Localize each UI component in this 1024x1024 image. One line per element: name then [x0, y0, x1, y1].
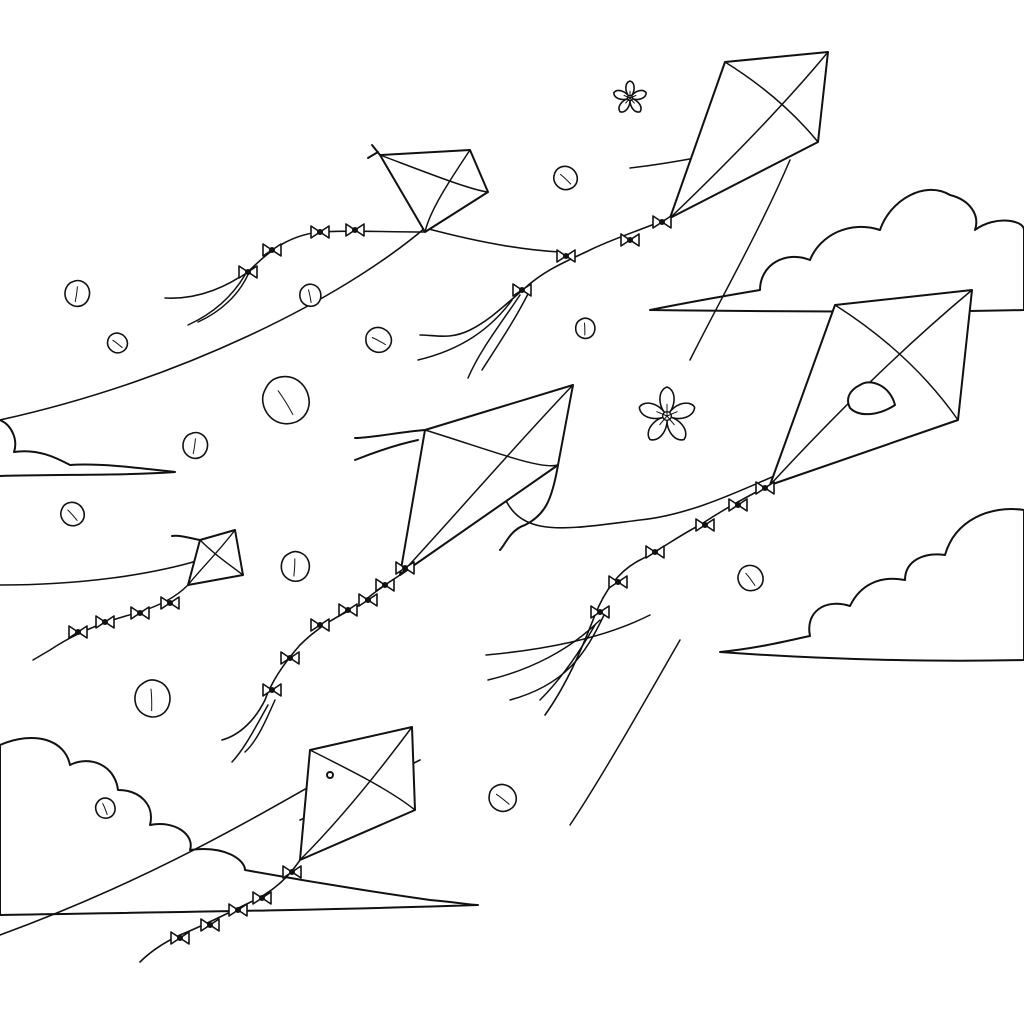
kite-left-small [33, 530, 243, 660]
cloud-bottom-left [0, 738, 478, 915]
kite-center [222, 385, 573, 762]
kite-strings [0, 228, 790, 935]
kite-top-left [165, 145, 488, 325]
cloud-left-middle [0, 420, 175, 476]
kite-bottom [140, 727, 415, 962]
kite-right [488, 290, 972, 715]
cloud-right-lower [720, 509, 1024, 661]
kite-top-center [418, 52, 828, 378]
